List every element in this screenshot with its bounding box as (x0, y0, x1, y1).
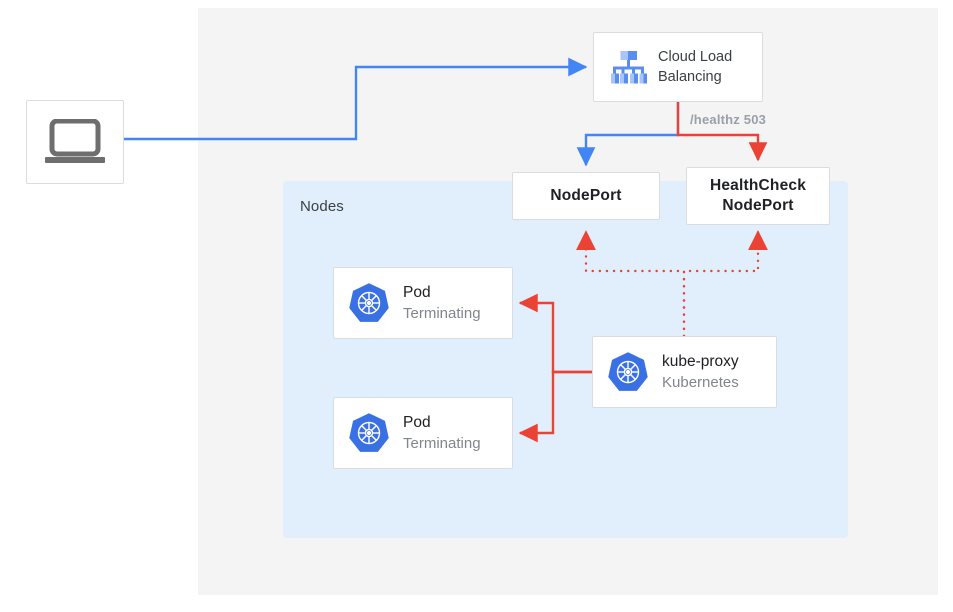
pod-text: Pod Terminating (403, 282, 481, 324)
nodeport-card: NodePort (512, 172, 660, 220)
pod-title: Pod (403, 414, 431, 431)
pod-status: Terminating (403, 305, 481, 322)
pod-text: Pod Terminating (403, 412, 481, 454)
pod-card: Pod Terminating (333, 397, 513, 469)
pod-title: Pod (403, 284, 431, 301)
kube-proxy-subtitle: Kubernetes (662, 374, 739, 391)
cloud-load-balancing-label: Cloud Load Balancing (658, 47, 732, 87)
healthcheck-nodeport-label: HealthCheck NodePort (710, 176, 806, 216)
healthz-edge-label: /healthz 503 (690, 112, 767, 127)
kubernetes-icon (608, 352, 648, 391)
healthcheck-nodeport-label-line2: NodePort (722, 197, 794, 214)
kube-proxy-text: kube-proxy Kubernetes (662, 351, 739, 393)
healthcheck-nodeport-card: HealthCheck NodePort (686, 167, 830, 225)
cloud-load-balancing-label-line1: Cloud Load (658, 49, 733, 65)
cloud-load-balancing-label-line2: Balancing (658, 69, 722, 85)
kubernetes-icon (349, 413, 389, 452)
kubernetes-icon (349, 283, 389, 322)
cloud-load-balancing-icon (611, 51, 647, 84)
pod-status: Terminating (403, 435, 481, 452)
nodes-region-label: Nodes (300, 198, 344, 215)
cloud-load-balancing-card: Cloud Load Balancing (593, 32, 763, 102)
laptop-icon (45, 119, 105, 163)
healthcheck-nodeport-label-line1: HealthCheck (709, 177, 807, 194)
nodeport-label: NodePort (550, 187, 622, 204)
kube-proxy-card: kube-proxy Kubernetes (592, 336, 777, 408)
client-laptop-card (26, 100, 124, 184)
pod-card: Pod Terminating (333, 267, 513, 339)
kube-proxy-title: kube-proxy (662, 353, 739, 370)
